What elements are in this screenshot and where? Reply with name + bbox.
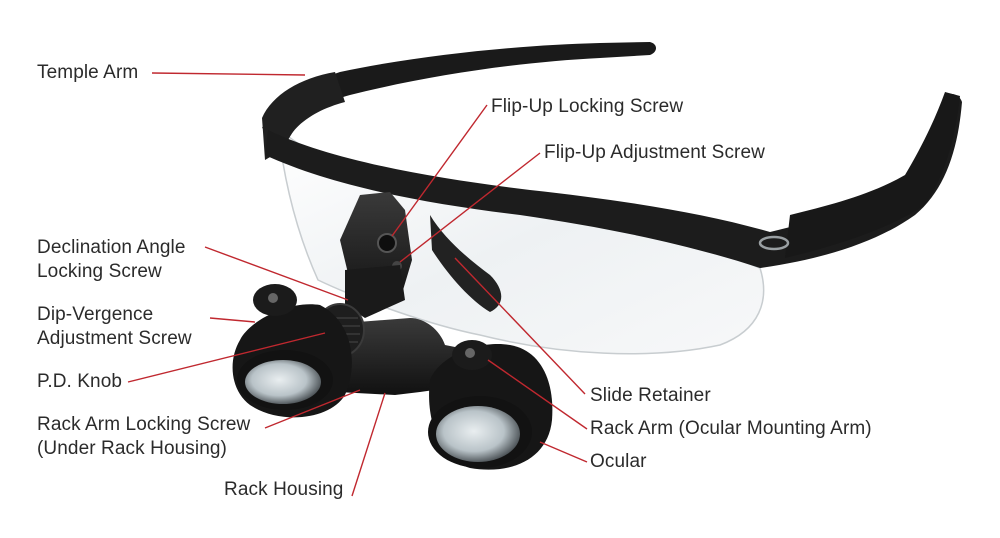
label-dip-vergence-1: Dip-Vergence [37, 304, 154, 325]
label-dip-vergence-2: Adjustment Screw [37, 328, 192, 349]
label-pd-knob: P.D. Knob [37, 371, 123, 392]
leader-rack-arm [487, 359, 588, 430]
label-declination-angle-1: Declination Angle [37, 237, 186, 258]
frame-logo [758, 235, 790, 251]
label-rack-arm-locking-1: Rack Arm Locking Screw [37, 414, 251, 435]
leader-rack-arm-locking [264, 389, 361, 429]
leader-pd-knob [127, 332, 326, 383]
leader-declination [204, 246, 349, 301]
label-flip-up-adjustment-screw: Flip-Up Adjustment Screw [544, 142, 765, 163]
label-slide-retainer: Slide Retainer [590, 385, 711, 406]
label-rack-arm: Rack Arm (Ocular Mounting Arm) [590, 418, 872, 439]
temple-arm-right [785, 92, 960, 258]
frame-rim [265, 93, 962, 268]
leader-flip-up-locking [391, 104, 488, 237]
flip-up-locking-screw [377, 233, 397, 253]
label-rack-arm-locking-2: (Under Rack Housing) [37, 438, 227, 459]
leader-lines [127, 72, 588, 497]
label-ocular: Ocular [590, 451, 647, 472]
declination-bracket [345, 265, 405, 318]
label-flip-up-locking-screw: Flip-Up Locking Screw [491, 96, 684, 117]
leader-dip-vergence [209, 317, 256, 323]
left-ocular [232, 284, 352, 418]
label-rack-housing: Rack Housing [224, 479, 344, 500]
leader-ocular [539, 441, 588, 463]
label-declination-angle-2: Locking Screw [37, 261, 162, 282]
leader-rack-housing [351, 392, 386, 497]
leader-slide-retainer [454, 257, 586, 395]
label-temple-arm: Temple Arm [37, 62, 139, 83]
right-ocular [428, 340, 553, 470]
leader-flip-up-adjustment [399, 152, 541, 263]
leader-temple-arm [151, 72, 306, 76]
